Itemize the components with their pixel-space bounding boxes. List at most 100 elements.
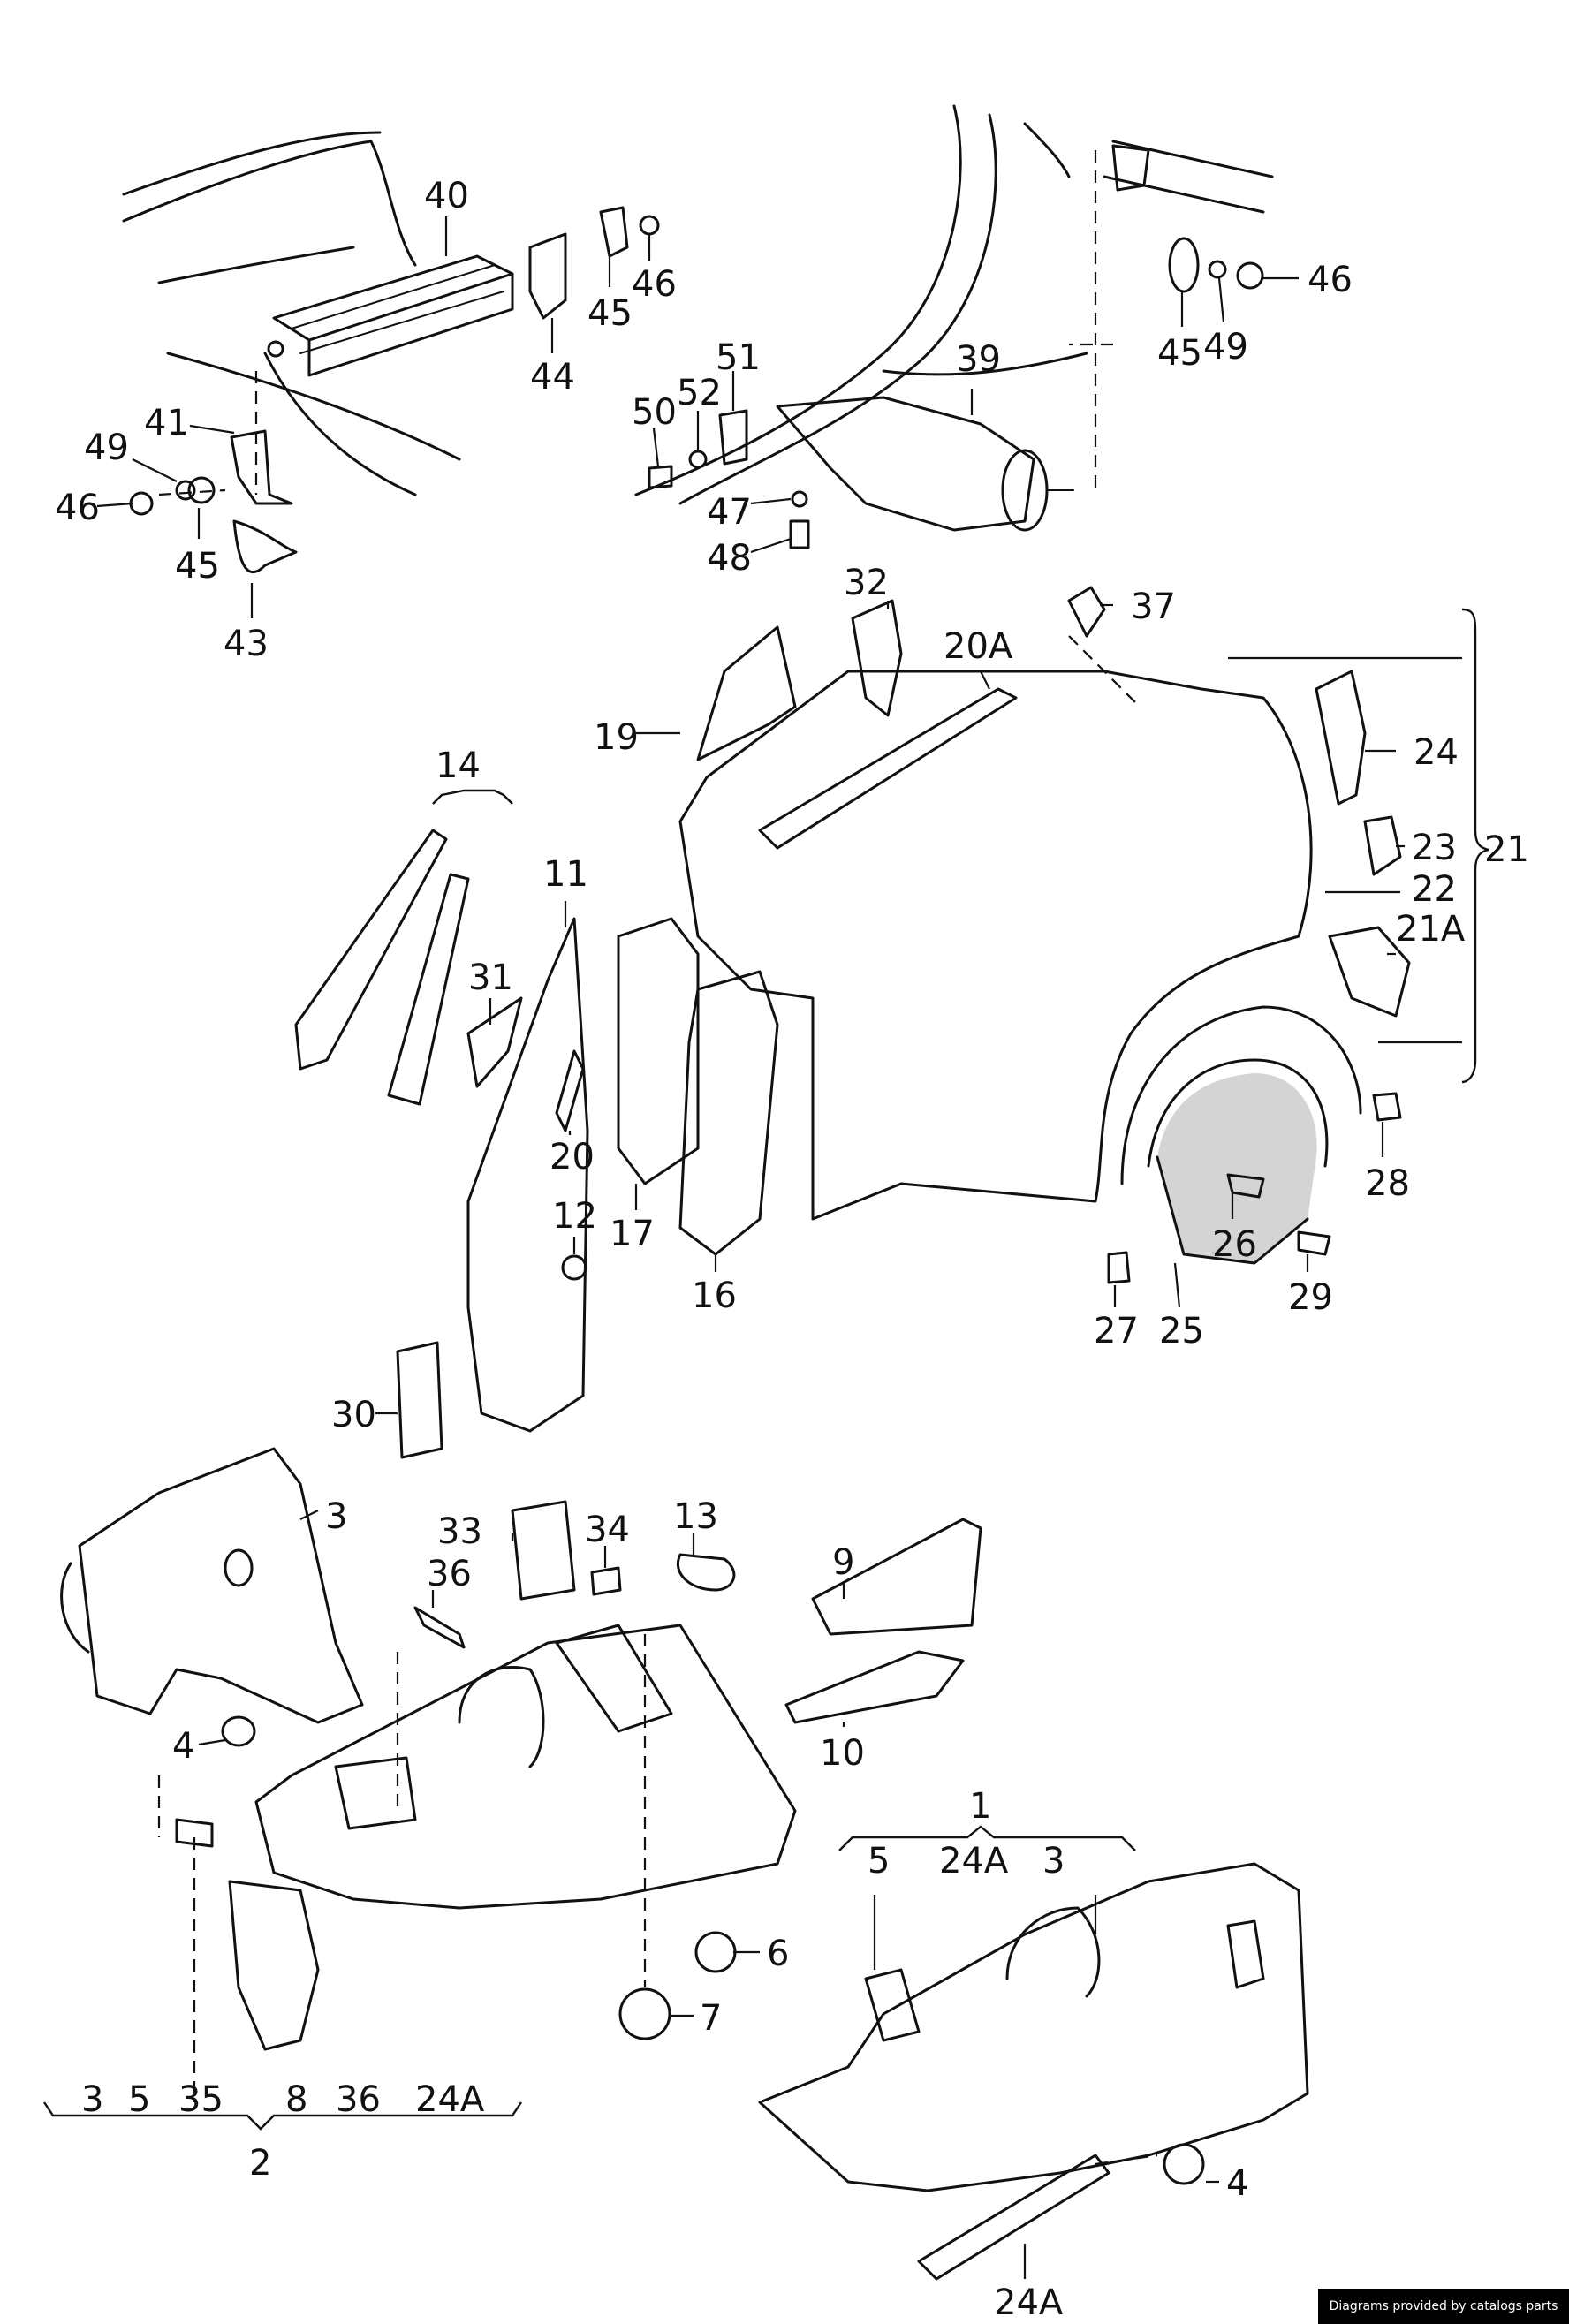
leader-48 (750, 537, 792, 554)
callout-3: 3 (1042, 1841, 1065, 1881)
part-50-bolt (648, 465, 673, 489)
callout-51: 51 (716, 337, 761, 378)
group-bracket-1 (838, 1825, 1136, 1851)
part-45-plate (1111, 144, 1150, 192)
part-13-grommet (677, 1553, 736, 1592)
part-2-strut-tower (458, 1666, 545, 1768)
part-3-inner-wing (60, 1562, 90, 1654)
part-14-pillar-b (387, 873, 470, 1106)
callout-34: 34 (585, 1510, 630, 1550)
body-contour-line (263, 352, 417, 496)
part-46-nut (1236, 261, 1264, 290)
body-contour-line (166, 352, 461, 461)
leader-49 (132, 458, 178, 482)
callout-35: 35 (178, 2079, 224, 2120)
group-bracket-14 (432, 789, 513, 805)
callout-41: 41 (144, 403, 189, 443)
callout-10: 10 (820, 1733, 865, 1774)
callout-26: 26 (1212, 1224, 1257, 1265)
callout-12: 12 (552, 1196, 597, 1237)
part-group-bottom-right (758, 1862, 1309, 2281)
callout-11: 11 (543, 854, 588, 895)
callout-24a: 24A (415, 2079, 485, 2120)
callout-37: 37 (1131, 587, 1176, 627)
part-35-plug (175, 1818, 214, 1848)
part-40-body (307, 272, 514, 377)
part-28-clip (1372, 1092, 1402, 1122)
callout-36: 36 (427, 1554, 472, 1594)
body-contour-line (678, 113, 997, 505)
part-45-washer (1168, 237, 1200, 293)
callout-40: 40 (424, 176, 469, 216)
part-47-washer (791, 490, 808, 508)
part-24a-rail (917, 2154, 1110, 2281)
callout-labels: 40 46 45 44 41 49 46 45 43 46 45 49 39 5… (55, 176, 1529, 2323)
callout-3: 3 (325, 1496, 347, 1537)
callout-45: 45 (587, 293, 633, 334)
callout-36: 36 (336, 2079, 381, 2120)
part-48-bolt (789, 519, 810, 549)
callout-9: 9 (832, 1542, 854, 1583)
body-contour-line (122, 140, 373, 223)
callout-29: 29 (1288, 1277, 1333, 1318)
part-27-clip (1107, 1251, 1131, 1284)
callout-2: 2 (249, 2143, 271, 2184)
part-39-motor (776, 396, 1074, 532)
diagram-credit-label: Diagrams provided by catalogs parts (1318, 2289, 1569, 2324)
callout-20: 20 (550, 1137, 595, 1177)
callout-46: 46 (1308, 260, 1353, 300)
callout-28: 28 (1365, 1163, 1410, 1204)
callout-47: 47 (707, 492, 752, 533)
leader-25 (1173, 1262, 1181, 1308)
callout-14: 14 (436, 746, 481, 786)
callout-5: 5 (128, 2079, 150, 2120)
part-10-panel (784, 1650, 965, 1724)
body-contour-line (1111, 140, 1274, 178)
callout-27: 27 (1094, 1311, 1139, 1351)
part-37-clip (1067, 586, 1106, 638)
callout-7: 7 (700, 1998, 722, 2039)
group-bracket-21 (1461, 608, 1489, 1084)
part-group-top-right (634, 104, 1274, 549)
part-31-panel (466, 996, 523, 1088)
part-4-plug (1163, 2143, 1205, 2185)
leader-47 (750, 497, 792, 505)
callout-52: 52 (677, 373, 722, 413)
callout-6: 6 (767, 1934, 789, 1974)
body-contour-line (122, 131, 382, 196)
part-45-washer (187, 476, 216, 504)
body-contour-line (634, 104, 962, 496)
callout-46: 46 (632, 264, 677, 305)
part-1-bracket (864, 1968, 921, 2042)
part-33-bracket (511, 1500, 576, 1601)
callout-24: 24 (1414, 732, 1459, 773)
callout-45: 45 (1157, 333, 1202, 374)
part-40-body (272, 254, 514, 342)
part-2-cutout (334, 1756, 417, 1830)
callout-5: 5 (868, 1841, 890, 1881)
callout-25: 25 (1159, 1311, 1204, 1351)
part-19-panel (696, 625, 797, 761)
body-contour-line (1023, 122, 1071, 178)
part-24-bracket (1315, 670, 1367, 806)
callout-19: 19 (594, 717, 639, 758)
assembly-line (158, 488, 226, 496)
part-41-bracket (230, 429, 293, 505)
part-9-panel (811, 1518, 982, 1636)
part-1-front-structure (758, 1862, 1309, 2192)
callout-30: 30 (331, 1395, 376, 1435)
assembly-line (1068, 635, 1141, 708)
callout-48: 48 (707, 538, 752, 579)
part-23-bracket (1363, 815, 1402, 876)
callout-20a: 20A (944, 626, 1013, 667)
part-43-cover (232, 519, 298, 574)
leader-49 (1217, 277, 1225, 323)
part-group-top-left (122, 131, 660, 574)
part-7-grommet (618, 1987, 671, 2040)
callout-16: 16 (692, 1276, 737, 1316)
part-46-nut (129, 491, 154, 516)
part-8-bracket (228, 1880, 320, 2051)
assembly-line (1095, 2154, 1158, 2166)
callout-3: 3 (81, 2079, 103, 2120)
